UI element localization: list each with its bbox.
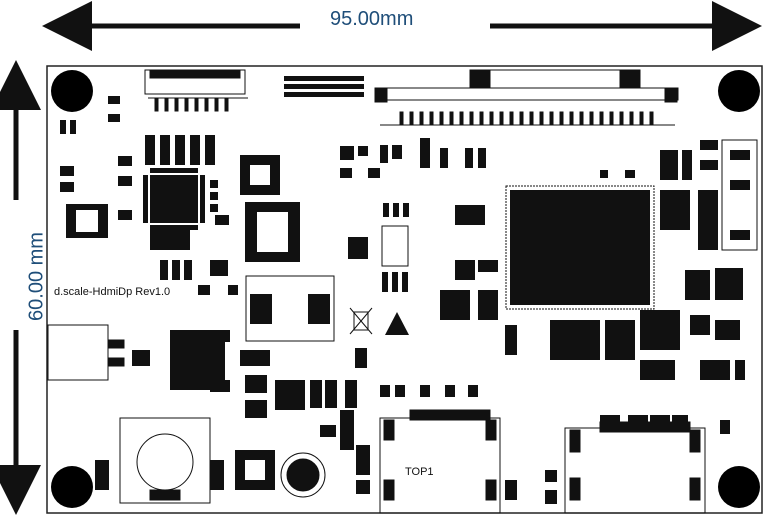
inductor-outline [245, 275, 335, 342]
passive-cluster-right [505, 139, 758, 380]
connector-cn12 [379, 409, 501, 514]
connector-top-center [284, 76, 364, 97]
connector-top-left [144, 69, 248, 112]
ic-main-qfp [505, 185, 655, 310]
inductor-c102 [280, 452, 326, 498]
connector-cn15 [374, 69, 679, 126]
width-dimension-label: 95.00mm [330, 8, 414, 30]
connector-cn16 [119, 417, 211, 504]
board-name-label: d.scale-HdmiDp Rev1.0 [54, 286, 171, 298]
ic-cluster-lower-left [132, 330, 367, 418]
mounting-hole-bm1 [51, 466, 93, 508]
inductor-l3 [235, 450, 275, 490]
passive-cluster-top-center [340, 138, 498, 320]
diode-cluster-bottom [95, 410, 370, 494]
ic-qfp-left [143, 168, 205, 230]
connector-cn13 [47, 324, 125, 381]
mounting-hole-bm3 [51, 70, 93, 112]
connector-cn3 [564, 421, 706, 514]
top-side-label: TOP1 [405, 466, 434, 478]
weee-symbol [349, 307, 373, 335]
passive-cluster-bottom-right [380, 385, 730, 504]
esd-symbol [385, 312, 409, 335]
mounting-hole-bm4 [718, 70, 760, 112]
mounting-hole-bm2 [718, 466, 760, 508]
passive-cluster-top-left [60, 96, 238, 295]
